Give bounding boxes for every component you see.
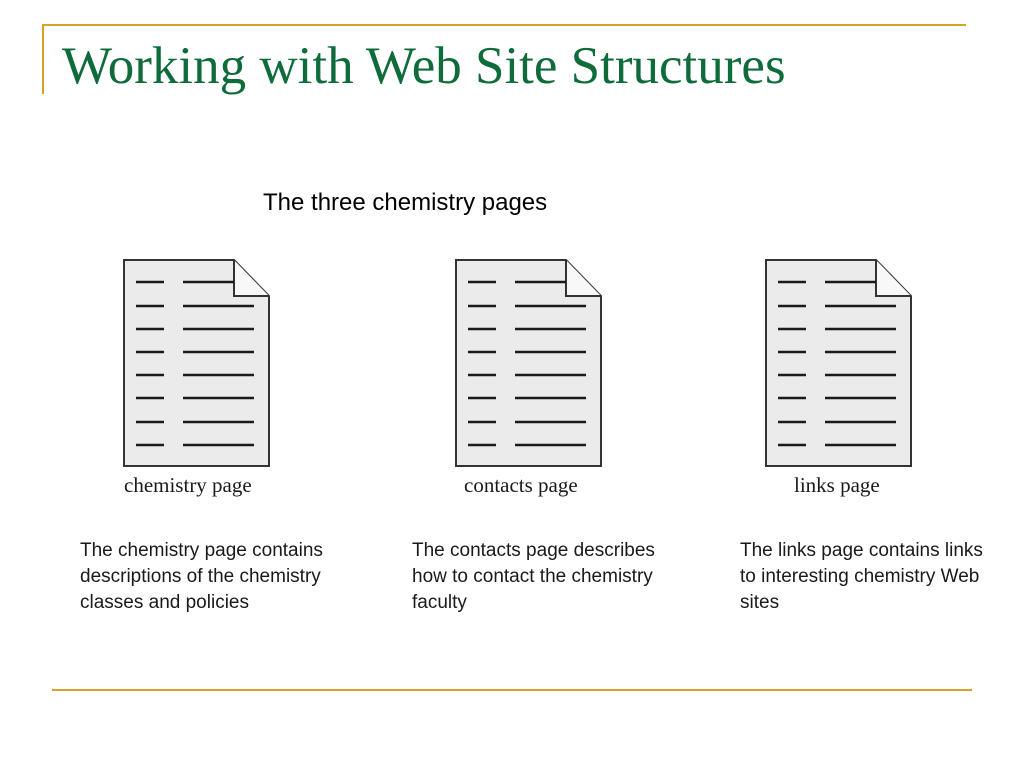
document-icon bbox=[765, 259, 912, 467]
top-rule bbox=[42, 24, 966, 26]
page-label: chemistry page bbox=[124, 473, 252, 497]
page-description: The links page contains links to interes… bbox=[740, 540, 983, 613]
page-description: The contacts page describes how to conta… bbox=[412, 540, 655, 613]
page-label: links page bbox=[794, 473, 880, 497]
slide-title: Working with Web Site Structures bbox=[62, 37, 786, 95]
document-icon bbox=[123, 259, 270, 467]
diagram-caption: The three chemistry pages bbox=[263, 189, 548, 216]
page-label: contacts page bbox=[464, 473, 578, 497]
page-description: The chemistry page contains descriptions… bbox=[80, 540, 323, 613]
left-rule bbox=[42, 24, 44, 94]
bottom-rule bbox=[52, 689, 972, 691]
document-icon bbox=[455, 259, 602, 467]
